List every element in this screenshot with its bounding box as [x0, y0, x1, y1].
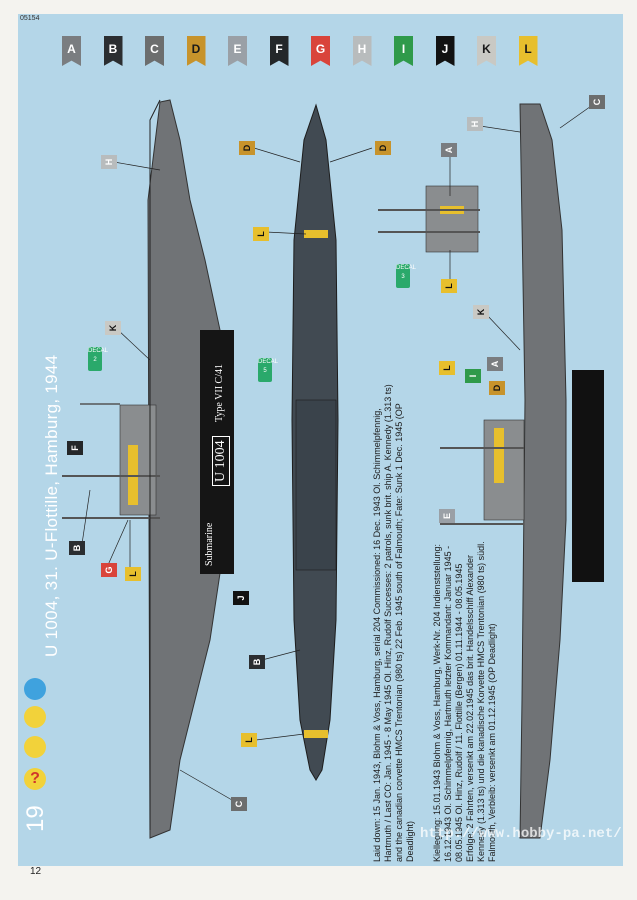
color-swatch-b: B [103, 36, 123, 66]
callout-h: H [101, 155, 117, 169]
brush-icon [24, 736, 46, 758]
color-swatch-j: J [435, 36, 455, 66]
callout-l-top: L [253, 227, 269, 241]
callout-b-2: B [249, 655, 265, 669]
color-swatch-f: F [269, 36, 289, 66]
nameplate-line1: Submarine [204, 522, 215, 566]
product-code: 05154 [20, 15, 40, 22]
paint-jar-icon [24, 678, 46, 700]
desc-de-line: Falmouth, Verbleib: versenkt am 01.12.19… [487, 623, 497, 862]
callout-c-bottom: C [231, 797, 247, 811]
desc-en-line: and the canadian corvette HMCS Trentonia… [394, 403, 404, 862]
callout-e: E [439, 509, 455, 523]
callout-d-mid: D [489, 381, 505, 395]
callout-leaders [81, 103, 595, 801]
description-german: Kiellegung: 15.01.1943 Blohm & Voss, Ham… [432, 541, 498, 862]
callout-b: B [69, 541, 85, 555]
top-view-center [291, 103, 339, 781]
side-profile-left [62, 99, 223, 839]
callout-d-right: D [375, 141, 391, 155]
desc-en-line: Hartmuth / Last CO: Jan. 1945 - 8 May 19… [383, 384, 393, 862]
question-icon: ? [24, 768, 46, 790]
callout-g: G [101, 563, 117, 577]
callout-i: I [465, 369, 481, 383]
callout-l: L [125, 567, 141, 581]
page-number: 12 [30, 866, 42, 877]
color-swatch-l: L [518, 36, 538, 66]
desc-de-line: Erfolge: 2 Fahrten, versenkt am 22.02.19… [465, 554, 475, 862]
color-swatch-g: G [311, 36, 330, 66]
side-profile-right [378, 103, 604, 839]
color-swatch-e: E [228, 36, 247, 66]
decal-icon [24, 706, 46, 728]
callout-k-right: K [473, 305, 489, 319]
nameplate-line3: Type VII C/41 [214, 364, 225, 422]
callout-c-right: C [589, 95, 605, 109]
color-swatch-d: D [186, 36, 206, 66]
callout-h-right: H [467, 117, 483, 131]
desc-en-line: Deadlight) [405, 820, 415, 862]
callout-a-mid: A [487, 357, 503, 371]
callout-d-left: D [239, 141, 255, 155]
callout-a-top: A [441, 143, 457, 157]
description-english: Laid down: 15 Jan. 1943, Blohm & Voss, H… [372, 384, 416, 862]
callout-k: K [105, 321, 121, 335]
color-swatch-k: K [477, 36, 496, 66]
callout-l-right: L [441, 279, 457, 293]
desc-de-line: 16.12.1943 Ol. Schimmelpfennig, Hartmuth… [443, 545, 453, 862]
color-swatch-a: A [62, 36, 81, 66]
desc-de-line: Kennedy (1.313 ts) und die kanadische Ko… [476, 541, 486, 862]
nameplate: Submarine U 1004 Type VII C/41 [200, 330, 234, 574]
callout-f: F [67, 441, 83, 455]
desc-en-line: Laid down: 15 Jan. 1943, Blohm & Voss, H… [372, 408, 382, 862]
callout-l-mid: L [439, 361, 455, 375]
callout-l-bottom: L [241, 733, 257, 747]
desc-de-line: Kiellegung: 15.01.1943 Blohm & Voss, Ham… [432, 543, 442, 862]
color-swatch-h: H [352, 36, 372, 66]
nameplate-line2: U 1004 [212, 436, 230, 486]
desc-de-line: 08.05.1945 Ol. Hinz, Rudolf / 11. Flotti… [454, 563, 464, 862]
watermark: http://www.hobby-pa.net/ [420, 826, 622, 842]
color-swatch-i: I [394, 36, 413, 66]
color-swatch-c: C [145, 36, 164, 66]
callout-j: J [233, 591, 249, 605]
